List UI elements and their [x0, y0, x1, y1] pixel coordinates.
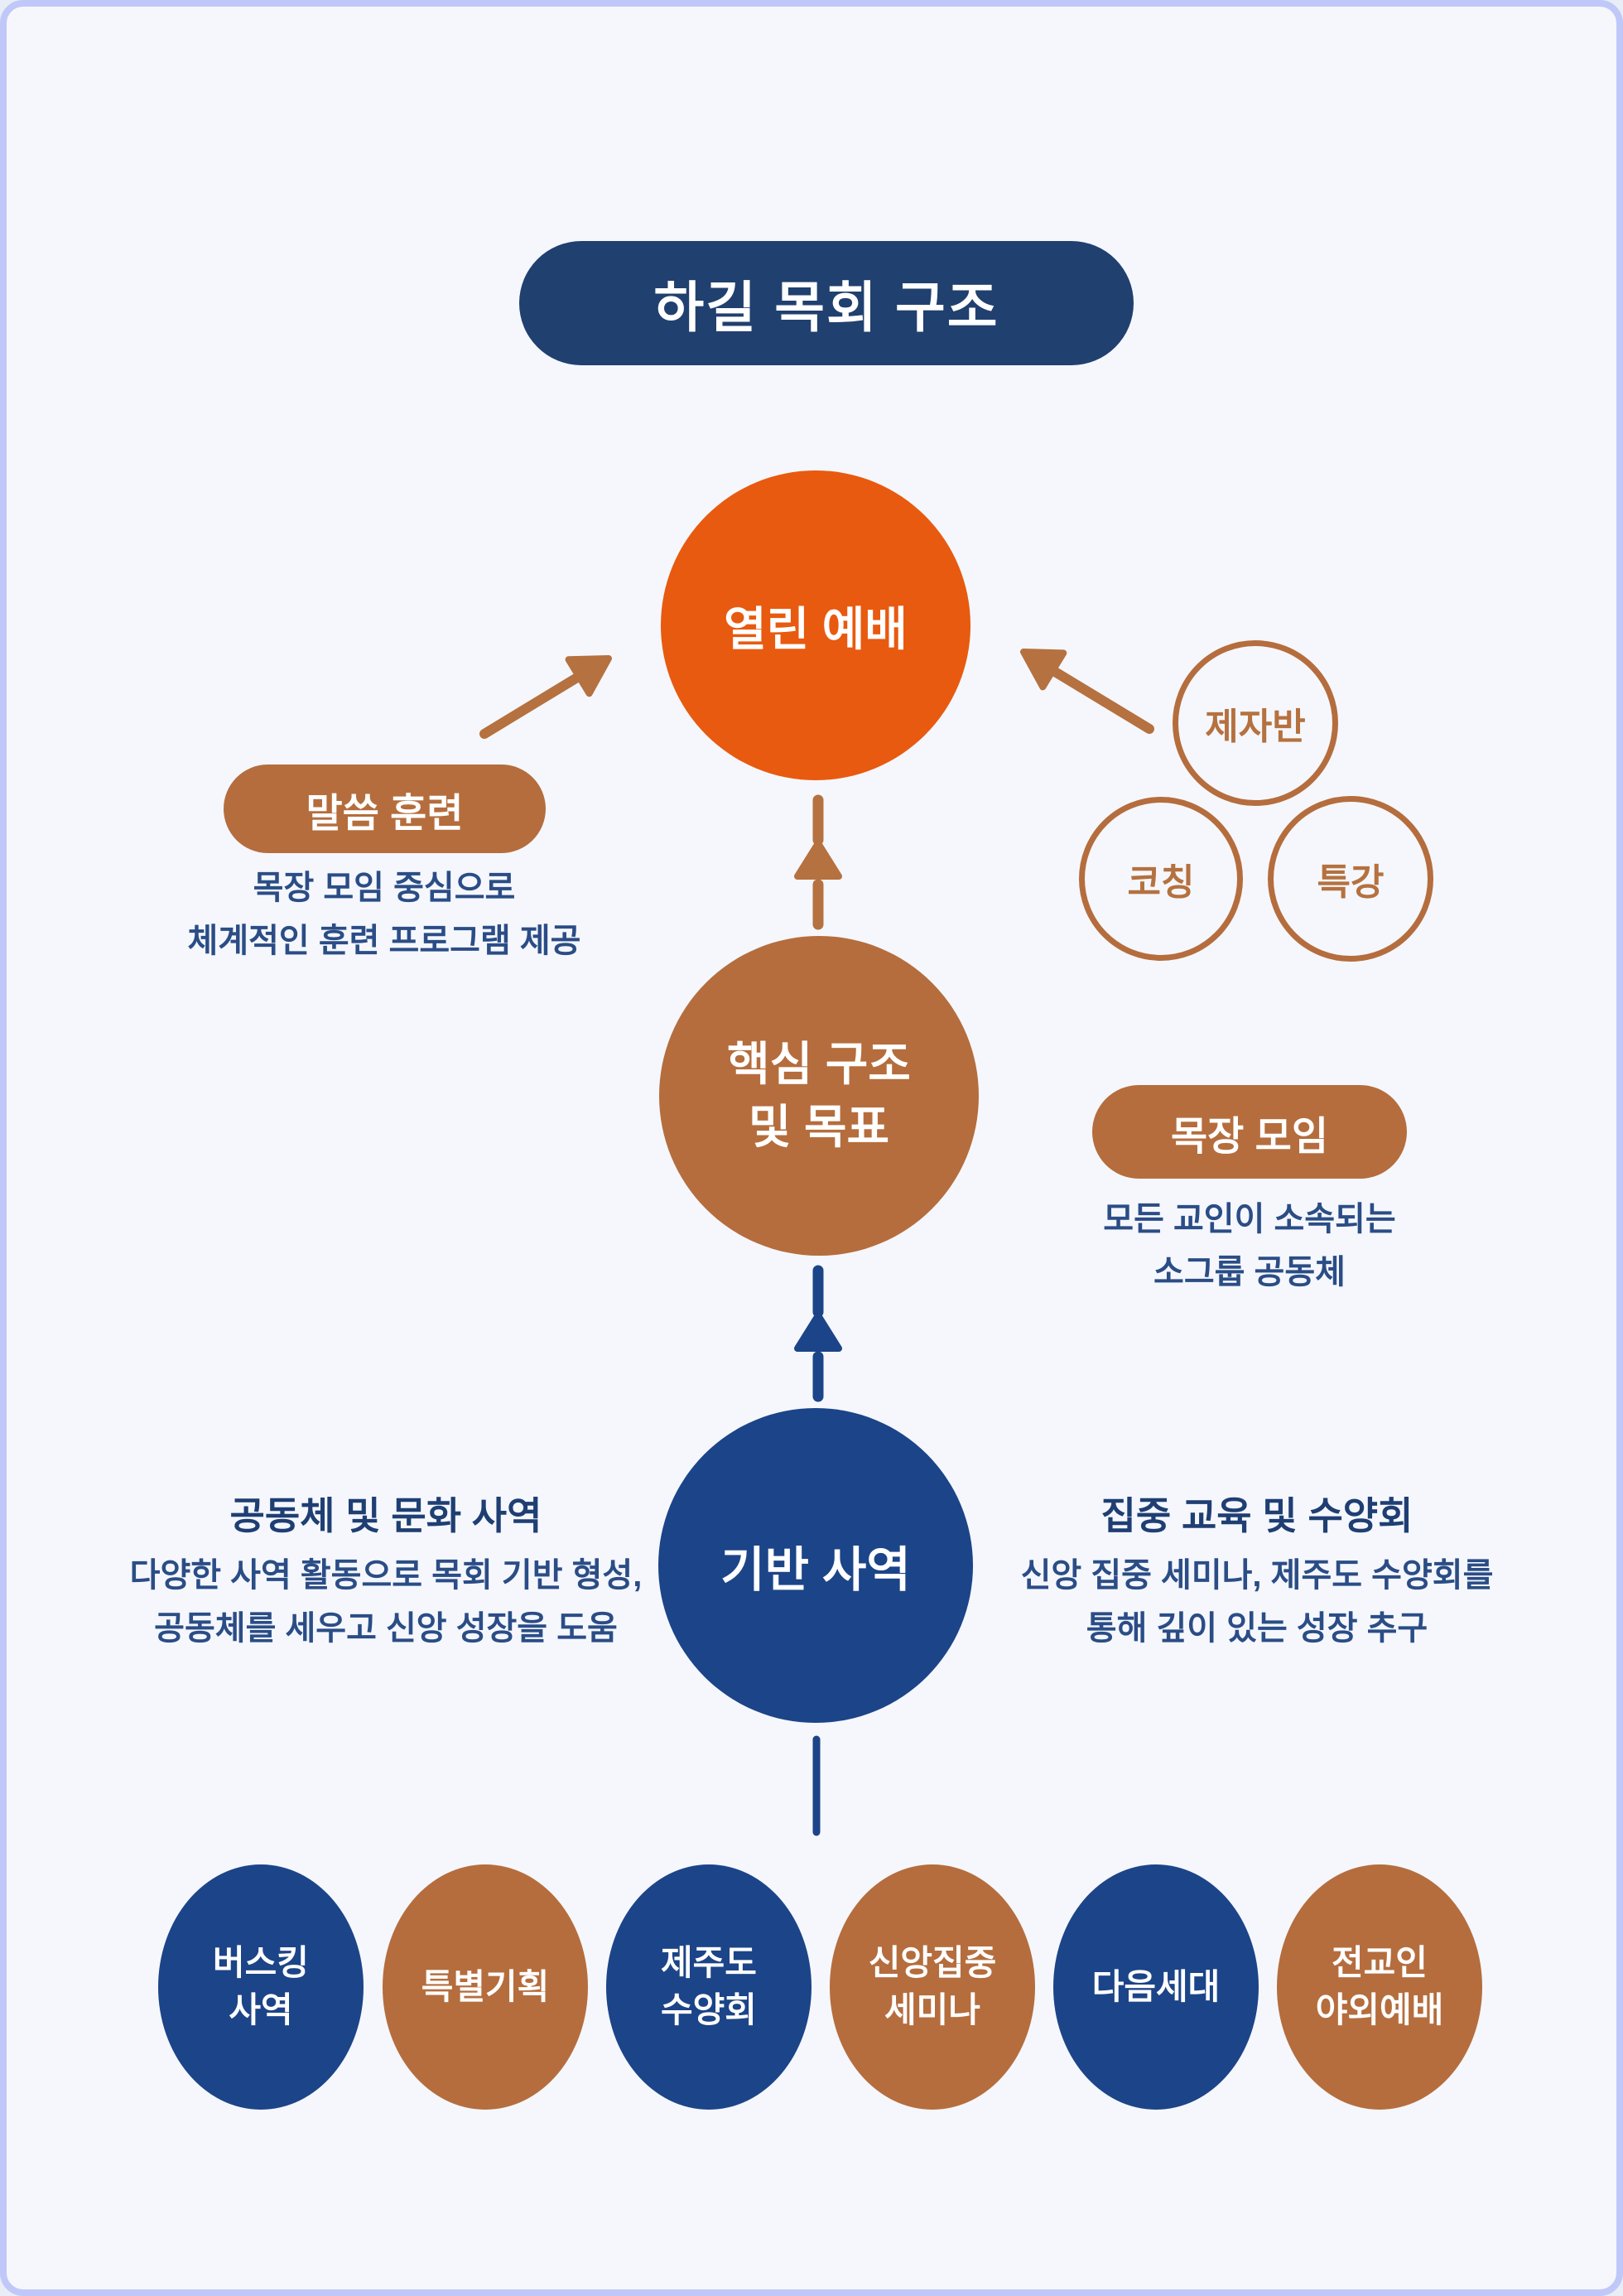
coaching-circle: 코칭 [1079, 797, 1243, 961]
ministry-next-generation: 다음세대 [1053, 1864, 1259, 2110]
special-lecture-circle: 특강 [1268, 796, 1433, 962]
ministry-jeju-retreat-label: 제주도 수양회 [661, 1943, 757, 2029]
special-lecture-label: 특강 [1317, 862, 1385, 903]
community-culture-desc: 다양한 사역 활동으로 목회 기반 형성, 공동체를 세우고 신앙 성장을 도움 [129, 1557, 643, 1647]
ministry-special-project-label: 특별기획 [421, 1966, 550, 2006]
ministry-faith-seminar: 신앙집중 세미나 [830, 1864, 1035, 2110]
page-title: 하길 목회 구조 [519, 241, 1134, 365]
ministry-busking: 버스킹 사역 [158, 1864, 364, 2110]
ministry-outdoor-worship: 전교인 야외예배 [1277, 1864, 1482, 2110]
arrow-foundation-to-core [794, 1265, 842, 1402]
open-worship-circle: 열린 예배 [661, 470, 970, 780]
intensive-education-heading: 집중 교육 및 수양회 [1100, 1494, 1414, 1537]
core-structure-circle: 핵심 구조 및 목표 [659, 936, 979, 1256]
mokjang-meeting-pill: 목장 모임 [1092, 1085, 1407, 1179]
page-title-label: 하길 목회 구조 [653, 277, 999, 338]
coaching-label: 코칭 [1127, 862, 1195, 903]
mokjang-meeting-label: 목장 모임 [1171, 1114, 1328, 1159]
word-training-label: 말씀 훈련 [306, 791, 464, 836]
ministry-next-generation-label: 다음세대 [1091, 1966, 1221, 2006]
open-worship-label: 열린 예배 [724, 602, 908, 655]
arrow-word-training-to-open-worship [479, 655, 612, 739]
discipleship-class-label: 제자반 [1205, 707, 1306, 747]
community-culture-heading: 공동체 및 문화 사역 [229, 1494, 542, 1537]
core-structure-label: 핵심 구조 및 목표 [727, 1038, 911, 1153]
intensive-education-desc: 신앙 집중 세미나, 제주도 수양회를 통해 깊이 있는 성장 추구 [1020, 1557, 1494, 1647]
ministry-outdoor-worship-label: 전교인 야외예배 [1315, 1943, 1444, 2029]
foundation-ministry-label: 기반 사역 [720, 1543, 911, 1597]
ministry-faith-seminar-label: 신앙집중 세미나 [868, 1943, 997, 2029]
word-training-desc: 목장 모임 중심으로 체계적인 훈련 프로그램 제공 [187, 870, 581, 959]
discipleship-class-circle: 제자반 [1173, 640, 1338, 806]
ministry-jeju-retreat: 제주도 수양회 [606, 1864, 812, 2110]
ministry-busking-label: 버스킹 사역 [213, 1943, 309, 2029]
word-training-pill: 말씀 훈련 [224, 765, 546, 853]
mokjang-meeting-desc: 모든 교인이 소속되는 소그룹 공동체 [1103, 1201, 1396, 1290]
arrow-discipleship-to-open-worship [1020, 649, 1154, 734]
ministry-special-project: 특별기획 [383, 1864, 588, 2110]
arrow-core-to-open-worship [794, 794, 842, 930]
foundation-ministry-circle: 기반 사역 [658, 1408, 973, 1723]
